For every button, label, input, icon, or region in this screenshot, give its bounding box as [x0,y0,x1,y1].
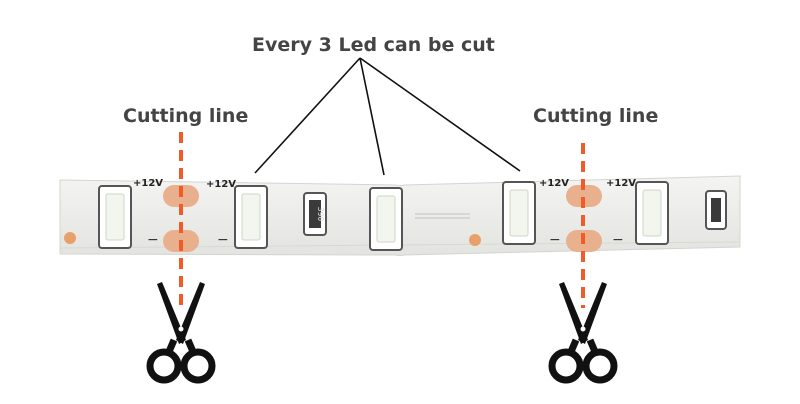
voltage-label: +12V [539,178,569,189]
pad-minus-label: − [612,232,624,248]
pad-minus-label: − [217,232,229,248]
solder-dot-middle [469,234,481,246]
voltage-label: +12V [133,178,163,189]
voltage-label: +12V [606,178,636,189]
led-icon [369,187,403,251]
diagram-title: Every 3 Led can be cut [252,34,495,56]
led-icon [635,181,669,245]
cutting-line-label-left: Cutting line [123,105,249,127]
solder-pad-icon [566,185,602,207]
led-icon [98,185,132,249]
cutting-line-label-right: Cutting line [533,105,659,127]
voltage-label: +12V [206,179,236,190]
pad-minus-label: − [549,232,561,248]
pad-minus-label: − [147,232,159,248]
resistor-code: 390 [316,207,325,222]
resistor-icon [705,190,727,230]
led-icon [502,181,536,245]
scissors-icon [146,282,216,384]
led-icon [234,185,268,249]
resistor-icon: 390 [303,192,327,236]
solder-dot-left [64,232,76,244]
solder-pads-right [566,185,602,252]
callout-lines [254,57,521,176]
scissors-icon [548,282,618,384]
